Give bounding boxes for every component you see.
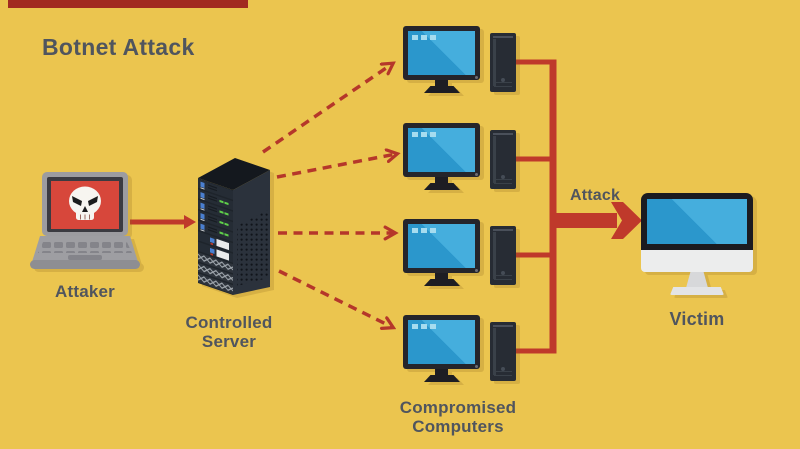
compromised-computers-label: Compromised Computers <box>399 398 517 436</box>
compromised-computer-4 <box>403 315 516 382</box>
monitor-icon <box>403 26 480 80</box>
server-rack-icon <box>198 158 270 295</box>
compromised-computer-2 <box>403 123 516 190</box>
compromised-computer-3 <box>403 219 516 286</box>
monitor-icon <box>403 123 480 177</box>
screen-windows <box>412 324 438 329</box>
green-leds <box>219 199 229 237</box>
tower-icon <box>490 322 516 381</box>
cable-mesh-rows <box>198 252 233 295</box>
monitor-icon <box>403 219 480 273</box>
keyboard <box>38 240 132 253</box>
page-title: Botnet Attack <box>42 34 195 60</box>
server-label: Controlled Server <box>185 313 273 351</box>
victim-label: Victim <box>669 309 725 329</box>
skull-icon <box>69 186 101 220</box>
compromised-computer-1 <box>403 26 516 93</box>
drive-bay-rows <box>198 231 233 263</box>
screen-windows <box>412 132 438 137</box>
monitor-icon <box>403 315 480 369</box>
attacker-label: Attaker <box>55 282 115 301</box>
server-to-computers-dashed-arrows <box>262 64 396 327</box>
attacker-to-server-arrow <box>130 215 196 229</box>
victim-screen <box>647 199 747 244</box>
imac-computer-icon <box>641 193 753 295</box>
server-top-face <box>198 158 270 190</box>
attack-arrow <box>550 202 642 239</box>
accent-bar <box>8 0 248 8</box>
tower-icon <box>490 226 516 285</box>
spacebar <box>68 255 102 260</box>
power-led <box>475 269 478 272</box>
power-led <box>475 365 478 368</box>
power-led <box>475 76 478 79</box>
power-led <box>475 173 478 176</box>
skull-laptop-icon <box>30 172 140 269</box>
computers-to-bus-lines <box>513 59 557 354</box>
screen-windows <box>412 35 438 40</box>
vent-dots <box>237 210 268 286</box>
attack-label: Attack <box>569 187 621 204</box>
led-rack-rows <box>198 178 233 242</box>
screen-windows <box>412 228 438 233</box>
tower-icon <box>490 33 516 92</box>
tower-icon <box>490 130 516 189</box>
